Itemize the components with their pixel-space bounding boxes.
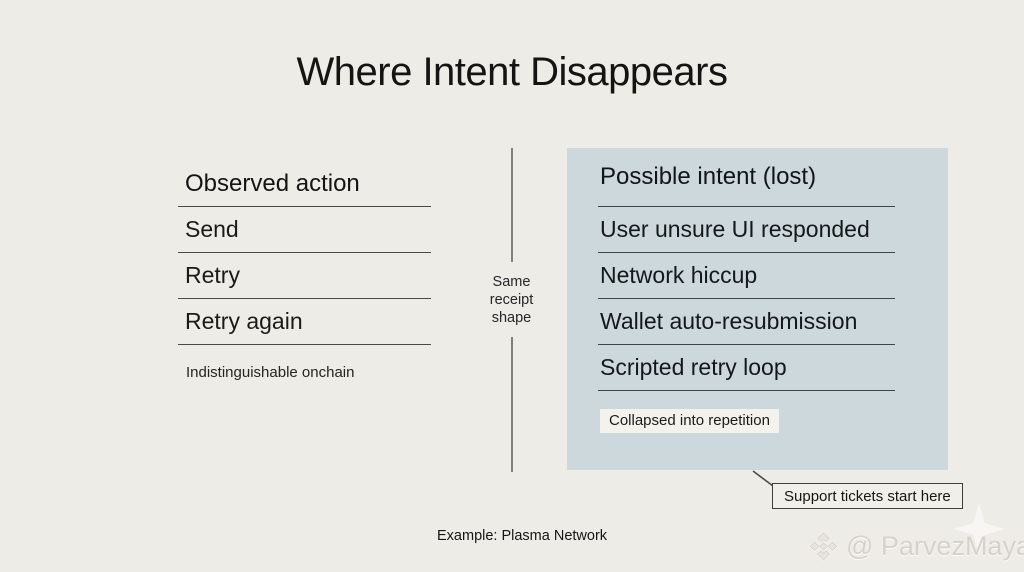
connector-label: Same receipt shape: [451, 273, 572, 327]
possible-intent-row: Wallet auto-resubmission: [598, 299, 895, 345]
possible-intent-rows: Possible intent (lost) User unsure UI re…: [598, 148, 895, 391]
slide-title: Where Intent Disappears: [296, 50, 728, 94]
possible-intent-row: Network hiccup: [598, 253, 895, 299]
connector-label-line: shape: [491, 310, 532, 326]
example-caption: Example: Plasma Network: [437, 528, 608, 544]
possible-intent-row: User unsure UI responded: [598, 207, 895, 253]
possible-intent-panel: Possible intent (lost) User unsure UI re…: [567, 148, 948, 470]
connector-label-line: receipt: [489, 292, 534, 308]
collapsed-tag: Collapsed into repetition: [600, 409, 779, 433]
possible-intent-header: Possible intent (lost): [598, 148, 895, 207]
left-table-caption: Indistinguishable onchain: [186, 364, 355, 381]
observed-actions-header: Observed action: [178, 161, 431, 207]
observed-actions-table: Observed action Send Retry Retry again: [178, 161, 431, 345]
observed-action-row: Retry: [178, 253, 431, 299]
watermark: @ ParvezMayar: [808, 531, 1024, 562]
binance-diamond-icon: [810, 532, 837, 561]
connector-line-top: [511, 148, 513, 262]
connector-line-bottom: [511, 337, 513, 472]
support-tickets-callout: Support tickets start here: [772, 483, 963, 509]
observed-action-row: Retry again: [178, 299, 431, 345]
observed-action-row: Send: [178, 207, 431, 253]
watermark-handle: @ ParvezMayar: [846, 531, 1024, 561]
possible-intent-row: Scripted retry loop: [598, 345, 895, 391]
connector-label-line: Same: [492, 274, 531, 290]
